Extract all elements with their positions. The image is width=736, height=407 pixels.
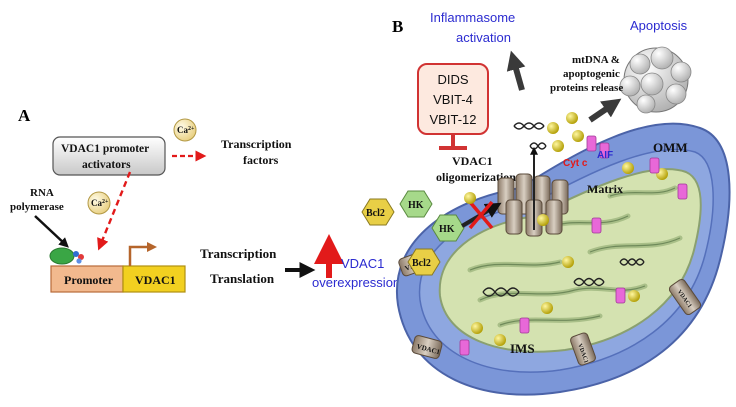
inhibitor-vbit12: VBIT-12 (430, 112, 477, 127)
omm-label: OMM (653, 140, 688, 155)
promoter-label: Promoter (64, 273, 114, 287)
overexpression-label: VDAC1 (341, 256, 384, 271)
mtdna-label-2: apoptogenic (563, 68, 620, 80)
polymerase-arrow (34, 215, 69, 248)
rna-polymerase-label-2: polymerase (10, 201, 64, 213)
matrix-label: Matrix (587, 182, 623, 196)
inflammasome-label: Inflammasome (430, 10, 515, 25)
mtdna-label-3: proteins release (550, 82, 623, 94)
transcription-label: Transcription (200, 246, 277, 261)
activation-label: activation (456, 30, 511, 45)
transcription-factors-label-2: factors (243, 153, 279, 167)
panel-a-letter: A (18, 106, 31, 125)
oligomerization-label-2: oligomerization (436, 170, 516, 184)
oligomerization-label-1: VDAC1 (452, 154, 493, 168)
aif-label: AIF (597, 150, 613, 161)
transcription-factors-label: Transcription (221, 137, 292, 151)
translation-label: Translation (210, 271, 275, 286)
rna-polymerase-label: RNA (30, 187, 54, 199)
hk-hexagon-top (399, 190, 433, 218)
apoptosis-label: Apoptosis (630, 18, 688, 33)
arrow-to-apoptosis (588, 98, 622, 123)
hk-hexagon-bound (431, 214, 465, 242)
arrow-to-inflammasome (506, 50, 526, 91)
vdac1-channel-bottom-left: VDAC1 (411, 335, 443, 359)
bcl2-hexagon-top (361, 198, 395, 226)
vdac1-bold-label: VDAC1 (61, 143, 100, 155)
svg-text:Bcl2: Bcl2 (412, 258, 431, 269)
calcium-ion-lower (87, 191, 111, 215)
panel-b-letter: B (392, 17, 403, 36)
svg-text:Bcl2: Bcl2 (366, 208, 385, 219)
bcl2-hexagon-bound (407, 248, 441, 276)
svg-text:HK: HK (439, 224, 455, 235)
promoter-activators-box (52, 136, 166, 176)
transcription-start-arrow (128, 242, 157, 266)
vdac1-gene-box (122, 265, 186, 293)
svg-text:VDAC1 promoter: VDAC1 promoter (61, 143, 149, 155)
cytc-label: Cyt c (563, 158, 588, 169)
inhibitor-dids: DIDS (437, 72, 468, 87)
aif-proteins (459, 135, 688, 356)
svg-text:Ca2+: Ca2+ (177, 125, 195, 135)
overexpression-label-2: overexpression (312, 275, 400, 290)
svg-text:HK: HK (408, 200, 424, 211)
svg-text:Ca2+: Ca2+ (91, 198, 109, 208)
mtdna-strands (482, 122, 645, 297)
promoter-word: promoter (100, 143, 149, 155)
rna-polymerase-icon (49, 247, 75, 265)
ims-label: IMS (510, 341, 535, 356)
mtdna-label-1: mtDNA & (572, 54, 620, 66)
cytochrome-c-balls (464, 112, 668, 346)
vdac1-gene-label: VDAC1 (135, 273, 176, 287)
vdac1-channel-right: VDAC1 (668, 278, 702, 316)
activators-label: activators (82, 159, 131, 171)
calcium-ion-top (173, 118, 197, 142)
dashed-arrow-to-promoter (97, 171, 132, 251)
inhibitor-vbit4: VBIT-4 (433, 92, 473, 107)
apoptotic-cell-icon (619, 46, 692, 114)
vdac1-channel-bottom: VDAC1 (570, 332, 596, 366)
